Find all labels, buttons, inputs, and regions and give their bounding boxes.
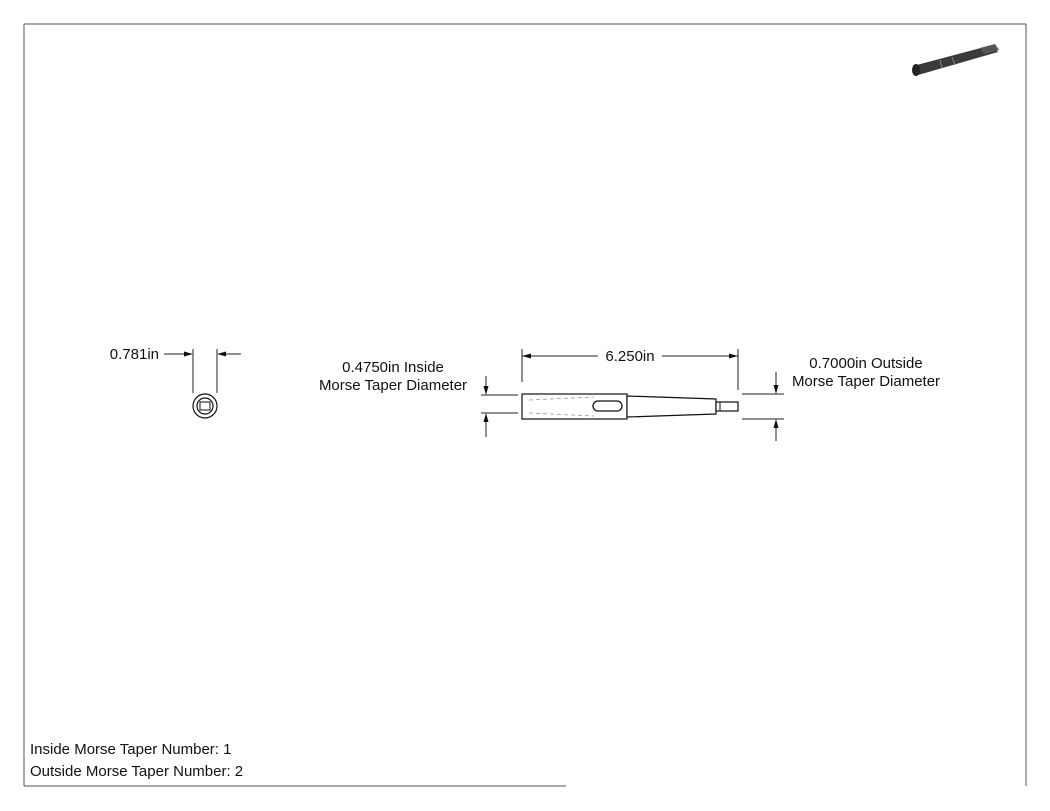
outside-diameter-label-line1: 0.7000in Outside (809, 355, 922, 372)
outside-taper-note: Outside Morse Taper Number: 2 (30, 763, 243, 780)
drawing-notes: Inside Morse Taper Number: 1 Outside Mor… (30, 741, 243, 780)
inside-taper-note: Inside Morse Taper Number: 1 (30, 741, 231, 758)
inside-diameter-dimension: 0.4750in Inside Morse Taper Diameter (319, 359, 518, 437)
inside-diameter-label-line2: Morse Taper Diameter (319, 377, 467, 394)
end-view-diameter-label: 0.781in (110, 346, 159, 363)
end-view (192, 393, 218, 419)
outside-diameter-label-line2: Morse Taper Diameter (792, 373, 940, 390)
inside-diameter-label-line1: 0.4750in Inside (342, 359, 444, 376)
end-view-diameter-dimension: 0.781in (110, 346, 241, 393)
overall-length-dimension: 6.250in (521, 348, 739, 390)
isometric-thumbnail (912, 44, 999, 76)
overall-length-label: 6.250in (605, 348, 654, 365)
side-view (521, 393, 739, 420)
sheet-border (23, 23, 1027, 787)
outside-diameter-dimension: 0.7000in Outside Morse Taper Diameter (742, 355, 940, 441)
